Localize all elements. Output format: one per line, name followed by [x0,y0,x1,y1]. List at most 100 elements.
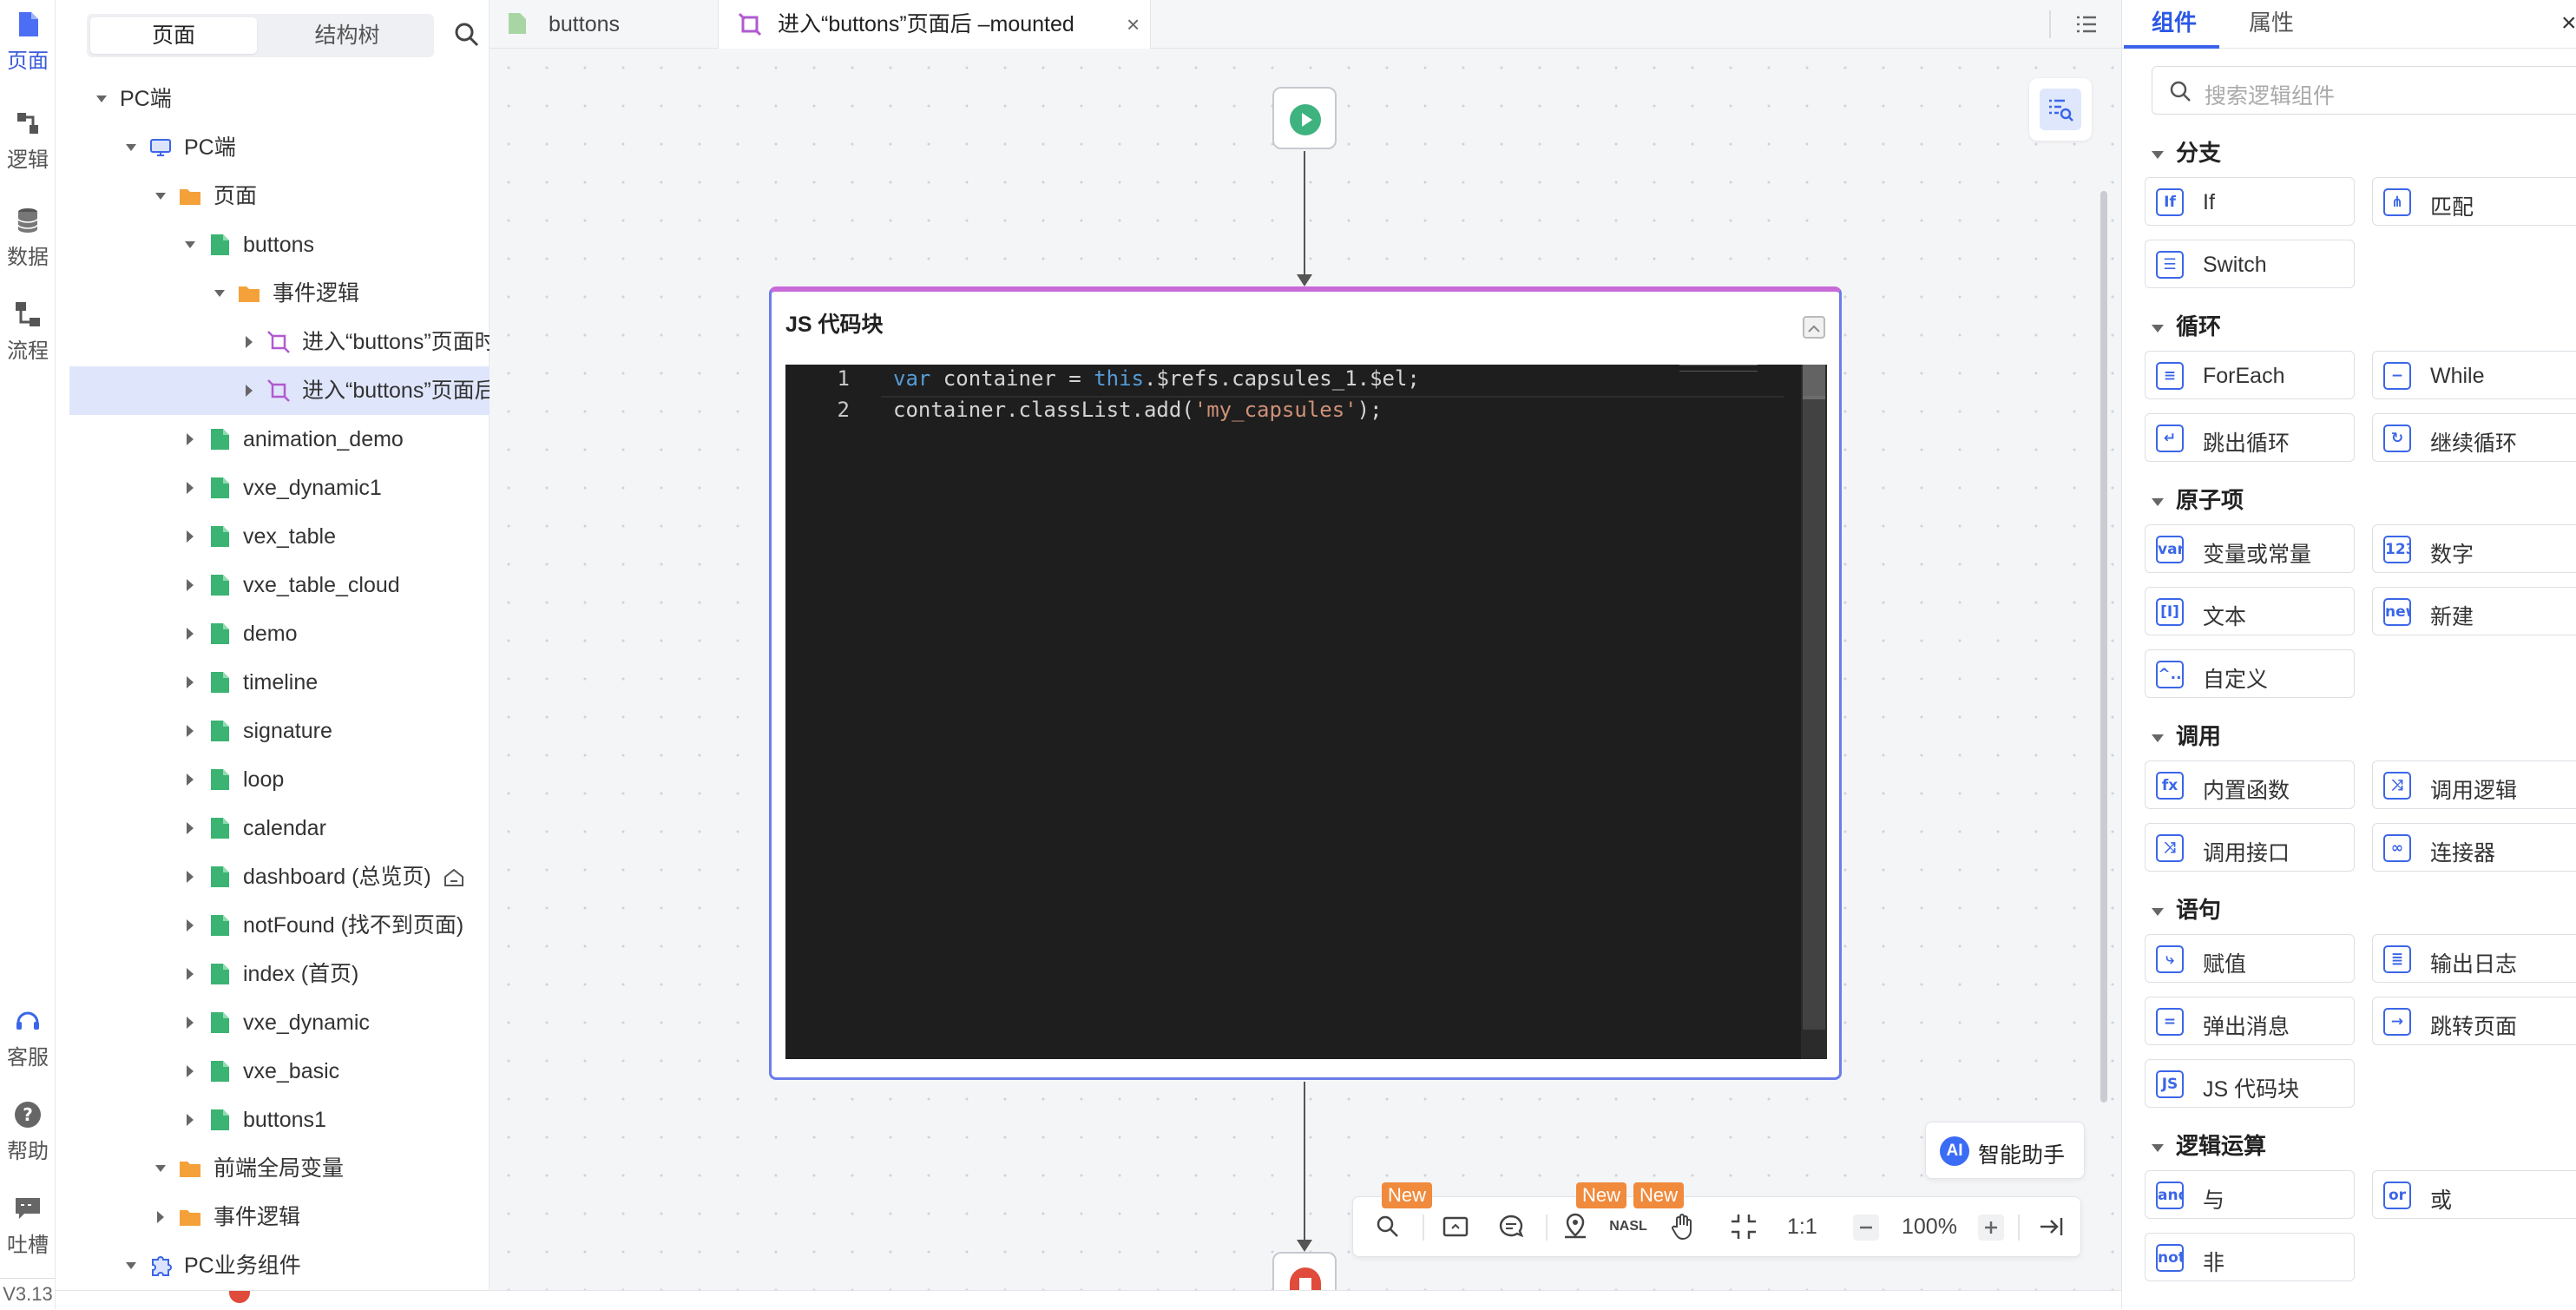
tree-node[interactable]: PC业务组件 [69,1241,490,1290]
component-item[interactable]: −While [2372,351,2576,399]
tab-properties[interactable]: 属性 [2249,10,2295,36]
code-line-1[interactable]: var container = this.$refs.capsules_1.$e… [893,366,1420,391]
tree-node[interactable]: demo [69,609,490,658]
tree-node[interactable]: vxe_table_cloud [69,561,490,609]
chevron-down-icon[interactable] [182,221,198,269]
code-line-2[interactable]: container.classList.add('my_capsules'); [893,398,1383,422]
tab-buttons[interactable]: buttons [490,0,719,49]
chevron-right-icon[interactable] [182,561,198,609]
component-item[interactable]: ⋔匹配 [2372,177,2576,226]
chevron-right-icon[interactable] [182,707,198,755]
chevron-right-icon[interactable] [182,755,198,804]
nasl-button[interactable]: NASL [1609,1219,1647,1234]
component-item[interactable]: new新建 [2372,587,2576,635]
chevron-down-icon[interactable] [123,123,139,172]
collapse-right-icon[interactable] [2035,1211,2067,1242]
section-header[interactable]: 原子项 [2152,483,2244,513]
tree-node[interactable]: dashboard (总览页) [69,852,490,901]
tab-components[interactable]: 组件 [2152,10,2198,36]
screen-capture-icon[interactable] [1440,1211,1471,1242]
tree-node[interactable]: 进入“buttons”页面时 [69,318,496,366]
chevron-right-icon[interactable] [241,318,257,366]
ai-assistant-button[interactable]: AI 智能助手 [1925,1122,2085,1179]
location-icon[interactable] [1560,1211,1591,1242]
tree-node[interactable]: vxe_dynamic1 [69,464,490,512]
component-item[interactable]: 123数字 [2372,524,2576,573]
chevron-down-icon[interactable] [212,269,227,318]
tree-node[interactable]: PC端 [69,75,490,123]
section-header[interactable]: 调用 [2152,719,2221,749]
search-icon[interactable] [451,19,483,50]
chevron-right-icon[interactable] [182,415,198,464]
component-item[interactable]: ≣输出日志 [2372,934,2576,983]
component-item[interactable]: ^..自定义 [2145,649,2355,698]
tree-node[interactable]: timeline [69,658,490,707]
code-editor[interactable]: 1 2 var container = this.$refs.capsules_… [785,365,1827,1059]
logic-canvas[interactable] [490,49,2121,1290]
node-search-button[interactable] [2029,78,2092,141]
chevron-right-icon[interactable] [182,1047,198,1096]
chevron-down-icon[interactable] [153,172,168,221]
tree-node[interactable]: 进入“buttons”页面后 [69,366,496,415]
tree-node[interactable]: index (首页) [69,950,490,998]
actual-size-button[interactable]: 1:1 [1787,1215,1817,1239]
chevron-right-icon[interactable] [182,512,198,561]
tree-node[interactable]: buttons1 [69,1096,490,1144]
close-icon[interactable]: × [2561,9,2576,37]
tree-node[interactable]: 前端全局变量 [69,1144,490,1193]
tree-node[interactable]: buttons [69,221,490,269]
component-item[interactable]: ↵跳出循环 [2145,413,2355,462]
rail-item-flow[interactable]: 流程 [0,299,56,364]
js-code-block[interactable]: JS 代码块 1 2 var container = this.$refs.ca… [769,286,1842,1080]
canvas-scrollbar[interactable] [2100,191,2107,1103]
end-node[interactable] [1272,1252,1337,1297]
list-menu-icon[interactable] [2074,12,2099,36]
chevron-right-icon[interactable] [182,804,198,852]
section-header[interactable]: 逻辑运算 [2152,1129,2266,1159]
component-item[interactable]: [I]文本 [2145,587,2355,635]
tree-node[interactable]: animation_demo [69,415,490,464]
tree-node[interactable]: 事件逻辑 [69,269,490,318]
chevron-right-icon[interactable] [182,950,198,998]
tree-node[interactable]: notFound (找不到页面) [69,901,490,950]
fit-screen-icon[interactable] [1728,1211,1759,1242]
tree-node[interactable]: loop [69,755,490,804]
chevron-right-icon[interactable] [241,366,257,415]
rail-item-page[interactable]: 页面 [0,9,56,74]
section-header[interactable]: 分支 [2152,135,2221,166]
component-item[interactable]: ⤨调用接口 [2145,823,2355,872]
collapse-button[interactable] [1803,316,1825,339]
component-item[interactable]: ↻继续循环 [2372,413,2576,462]
chevron-down-icon[interactable] [153,1144,168,1193]
section-header[interactable]: 循环 [2152,309,2221,339]
tree-node[interactable]: calendar [69,804,490,852]
component-item[interactable]: ⤨调用逻辑 [2372,760,2576,809]
chevron-right-icon[interactable] [182,609,198,658]
tree-node[interactable]: 事件逻辑 [69,1193,490,1241]
component-item[interactable]: ≡ForEach [2145,351,2355,399]
rail-item-data[interactable]: 数据 [0,205,56,270]
hand-pan-icon[interactable] [1667,1211,1699,1242]
minimap[interactable] [1679,365,1758,372]
chevron-down-icon[interactable] [94,75,109,123]
rail-item-support[interactable]: 客服 [0,1005,56,1070]
zoom-in-icon[interactable] [1978,1215,2004,1241]
chevron-right-icon[interactable] [182,464,198,512]
tree-node[interactable]: vex_table [69,512,490,561]
rail-item-help[interactable]: ? 帮助 [0,1099,56,1164]
tab-pages[interactable]: 页面 [90,17,257,54]
tab-mounted-logic[interactable]: 进入“buttons”页面后 –mounted × [719,0,1151,49]
tree-node[interactable]: 页面 [69,172,490,221]
section-header[interactable]: 语句 [2152,892,2221,923]
start-node[interactable] [1272,87,1337,149]
chevron-right-icon[interactable] [153,1193,168,1241]
component-item[interactable]: ⤷赋值 [2145,934,2355,983]
component-search-input[interactable]: 搜索逻辑组件 [2152,66,2576,115]
component-item[interactable]: =弹出消息 [2145,997,2355,1045]
